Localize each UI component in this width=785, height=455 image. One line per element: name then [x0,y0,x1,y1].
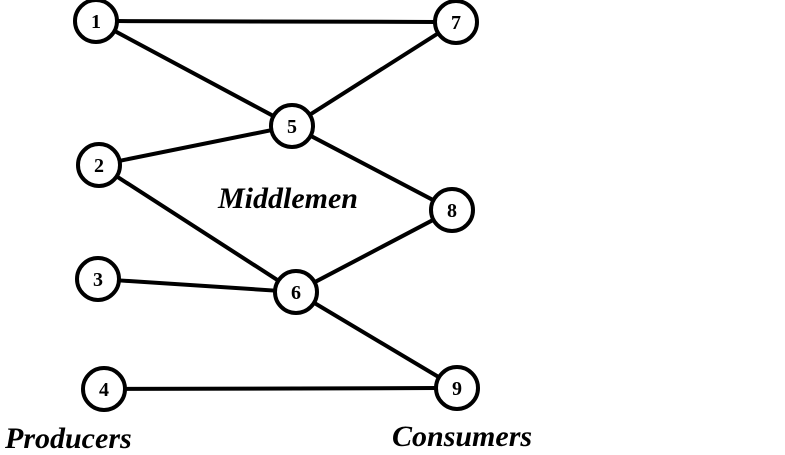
node-circle-8[interactable] [429,187,475,233]
node-layer: 1 2 3 4 5 6 7 8 9 [73,0,480,412]
node-label-9: 9 [452,378,462,400]
node-3[interactable]: 3 [75,256,121,302]
node-9[interactable]: 9 [434,365,480,411]
node-7[interactable]: 7 [433,0,479,45]
edge-4-9 [121,386,440,391]
node-5[interactable]: 5 [269,103,315,149]
edge-6-9 [311,300,442,380]
node-circle-3[interactable] [75,256,121,302]
node-6[interactable]: 6 [273,269,319,315]
edge-2-6 [113,173,282,284]
node-8[interactable]: 8 [429,187,475,233]
edge-2-5 [116,127,275,164]
node-label-1: 1 [91,11,101,33]
node-label-3: 3 [93,269,103,291]
group-label-producers: Producers [4,422,132,455]
edge-1-7 [113,19,439,24]
node-4[interactable]: 4 [81,366,127,412]
node-circle-5[interactable] [269,103,315,149]
edge-1-5 [111,28,277,119]
node-2[interactable]: 2 [76,142,122,188]
node-label-6: 6 [291,282,301,304]
edge-6-8 [311,217,437,285]
node-label-8: 8 [447,200,457,222]
node-circle-2[interactable] [76,142,122,188]
node-label-5: 5 [287,116,297,138]
node-circle-9[interactable] [434,365,480,411]
node-circle-7[interactable] [433,0,479,45]
group-label-consumers: Consumers [392,420,532,453]
node-label-7: 7 [451,12,461,34]
edge-5-8 [307,133,437,203]
node-label-2: 2 [94,155,104,177]
node-circle-4[interactable] [81,366,127,412]
edge-5-7 [306,30,442,118]
node-1[interactable]: 1 [73,0,119,44]
node-circle-1[interactable] [73,0,119,44]
node-circle-6[interactable] [273,269,319,315]
edge-3-6 [115,278,279,293]
edge-layer [111,19,442,391]
node-label-4: 4 [99,379,109,401]
group-label-middlemen: Middlemen [217,182,358,215]
